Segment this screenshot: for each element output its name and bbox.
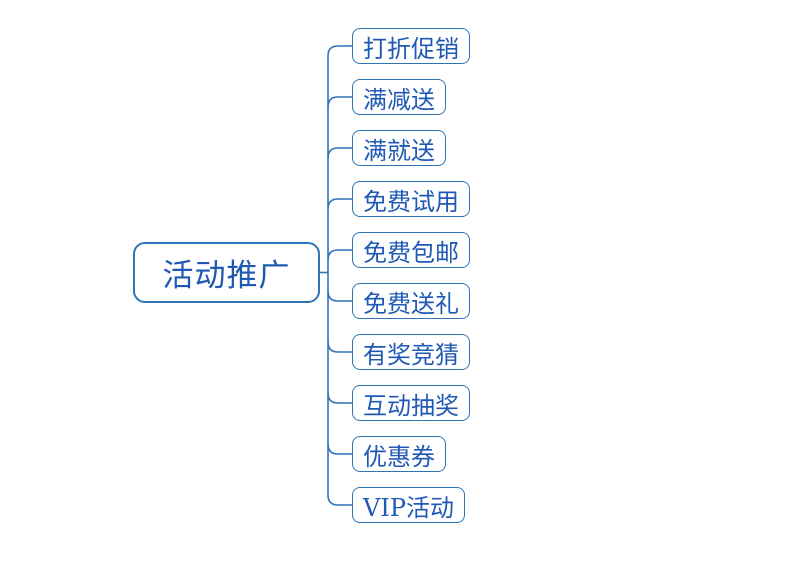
node-label: 互动抽奖 bbox=[363, 391, 459, 420]
mindmap-node-7[interactable]: 有奖竞猜 bbox=[352, 334, 470, 370]
branch-line bbox=[327, 341, 352, 353]
node-label: 免费包邮 bbox=[363, 238, 459, 267]
mindmap-node-2[interactable]: 满减送 bbox=[352, 79, 446, 115]
node-label: 满减送 bbox=[363, 85, 435, 114]
mindmap-node-9[interactable]: 优惠券 bbox=[352, 436, 446, 472]
branch-line bbox=[327, 392, 352, 404]
node-label: VIP活动 bbox=[363, 493, 454, 522]
branch-line bbox=[327, 147, 352, 159]
node-label: 打折促销 bbox=[363, 34, 459, 63]
branch-line bbox=[327, 443, 352, 455]
branch-line bbox=[327, 249, 352, 261]
mindmap-node-1[interactable]: 打折促销 bbox=[352, 28, 470, 64]
mindmap-node-3[interactable]: 满就送 bbox=[352, 130, 446, 166]
mindmap-node-4[interactable]: 免费试用 bbox=[352, 181, 470, 217]
node-label: 免费送礼 bbox=[363, 289, 459, 318]
root-node-label: 活动推广 bbox=[162, 258, 291, 294]
mindmap-node-8[interactable]: 互动抽奖 bbox=[352, 385, 470, 421]
branch-line bbox=[327, 290, 352, 302]
branch-line bbox=[327, 45, 352, 57]
mindmap-node-10[interactable]: VIP活动 bbox=[352, 487, 465, 523]
mindmap-root-node[interactable]: 活动推广 bbox=[133, 242, 320, 303]
node-label: 满就送 bbox=[363, 136, 435, 165]
branch-line bbox=[327, 198, 352, 210]
branch-line bbox=[327, 494, 352, 506]
mindmap-node-6[interactable]: 免费送礼 bbox=[352, 283, 470, 319]
branch-line bbox=[327, 96, 352, 108]
node-label: 有奖竞猜 bbox=[363, 340, 459, 369]
mindmap-node-5[interactable]: 免费包邮 bbox=[352, 232, 470, 268]
node-label: 免费试用 bbox=[363, 187, 459, 216]
node-label: 优惠券 bbox=[363, 442, 435, 471]
